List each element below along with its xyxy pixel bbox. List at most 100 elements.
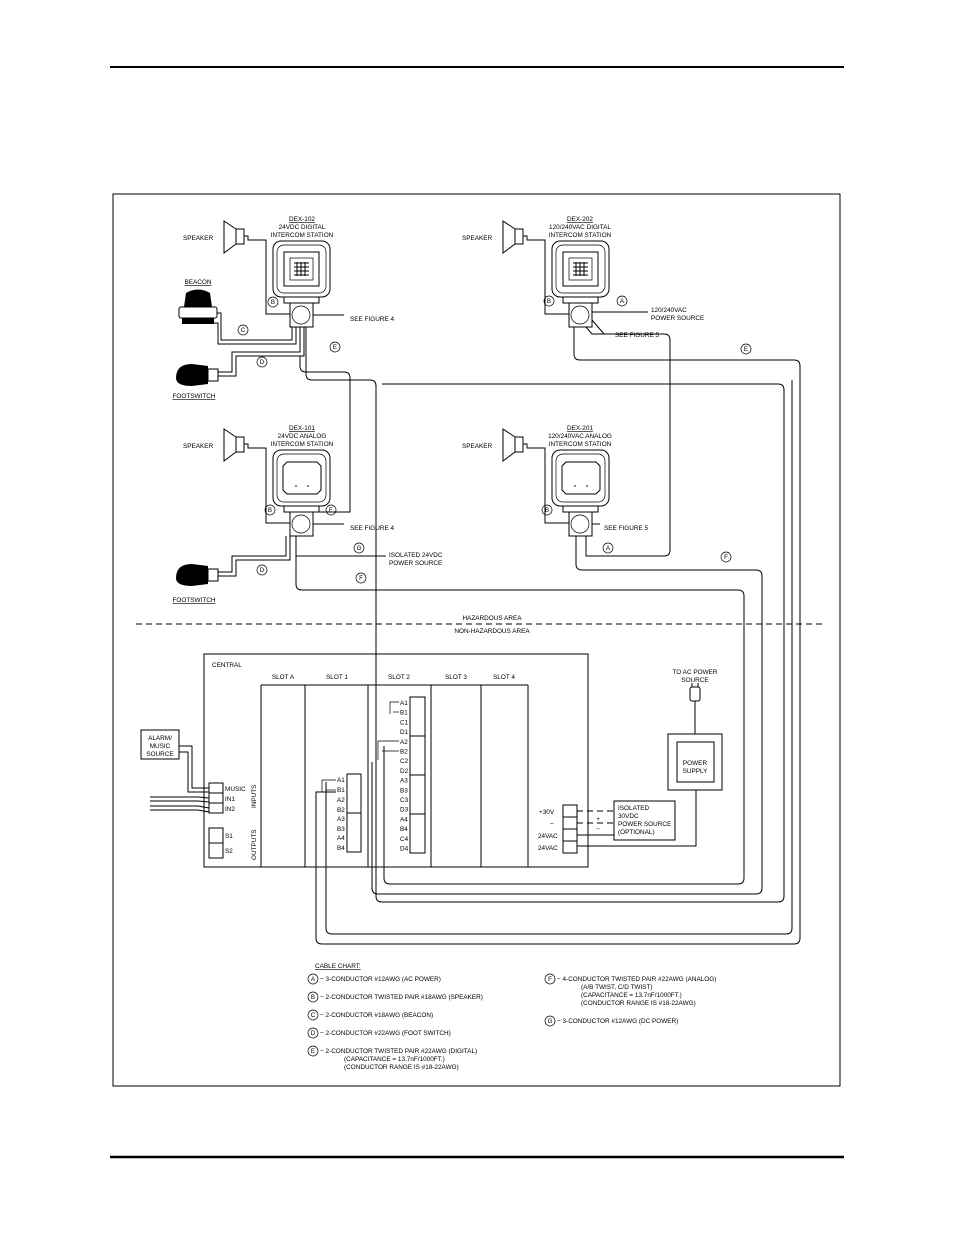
iso24-source-1: ISOLATED 24VDC [389, 552, 443, 559]
cable-chart-item: G− 3-CONDUCTOR #12AWG (DC POWER) [544, 1015, 678, 1027]
see-figure-note: SEE FIGURE 5 [615, 332, 659, 339]
slot1-terminal: A1 [337, 777, 345, 784]
cable-description: − 3-CONDUCTOR #12AWG (AC POWER) [320, 976, 441, 983]
station-desc-1: 24VDC DIGITAL [279, 224, 326, 231]
cable-label-e: E [744, 346, 748, 353]
footswitch-label: FOOTSWITCH [173, 393, 216, 400]
cable-description: − 2-CONDUCTOR #18AWG (BEACON) [320, 1012, 433, 1019]
slot2-terminal: C4 [400, 836, 409, 843]
field-cables: E E F F A [295, 326, 801, 945]
isolated-30vdc-source: ISOLATED 30VDC POWER SOURCE (OPTIONAL) +… [577, 800, 676, 841]
cable-chart-item: A − 3-CONDUCTOR #12AWG (AC POWER) [307, 973, 441, 985]
slot2-terminal: D1 [400, 729, 409, 736]
slot-label: SLOT A [272, 674, 295, 681]
cable-label-a: A [620, 298, 625, 305]
power-terminal: +30V [539, 809, 555, 816]
input-terminal: IN1 [225, 796, 235, 803]
cable-code: A [311, 976, 316, 983]
speaker-icon [514, 228, 524, 245]
central-title: CENTRAL [212, 662, 242, 669]
cable-label-e: E [329, 507, 333, 514]
see-figure-note: SEE FIGURE 4 [350, 316, 394, 323]
speaker-label: SPEAKER [462, 235, 493, 242]
inputs-label: INPUTS [251, 785, 258, 808]
cable-code: E [311, 1048, 315, 1055]
keypad-icon [568, 257, 593, 281]
speaker-label: SPEAKER [183, 443, 214, 450]
cable-label-b: B [545, 507, 549, 514]
slot2-terminal: D3 [400, 807, 409, 814]
non-hazardous-area-label: NON-HAZARDOUS AREA [454, 628, 530, 635]
slot1-terminal: B3 [337, 826, 345, 833]
footswitch-icon [176, 564, 208, 586]
see-figure-note: SEE FIGURE 4 [350, 525, 394, 532]
cable-chart-item: C − 2-CONDUCTOR #18AWG (BEACON) [307, 1009, 433, 1021]
cable-description: − 2-CONDUCTOR TWISTED PAIR #18AWG (SPEAK… [320, 994, 483, 1001]
cable-label-d: D [260, 359, 265, 366]
cable-label-g: G [357, 545, 362, 552]
footswitch-2: FOOTSWITCH D [173, 536, 291, 604]
power-terminal: − [550, 821, 554, 828]
iso24-source-2: POWER SOURCE [389, 560, 442, 567]
cable-description: − 3-CONDUCTOR #12AWG (DC POWER) [557, 1018, 678, 1025]
speaker-icon [235, 228, 245, 245]
cable-code: B [311, 994, 315, 1001]
cable-description: (CONDUCTOR RANGE IS #18-22AWG) [344, 1064, 459, 1071]
iso30-label-1: ISOLATED [618, 805, 650, 812]
footswitch-1: FOOTSWITCH D [173, 327, 305, 400]
slot2-terminal: B2 [400, 749, 408, 756]
beacon-icon [184, 289, 212, 307]
iso30-label-3: POWER SOURCE [618, 821, 671, 828]
slot2-terminal: A1 [400, 700, 408, 707]
plug-icon [689, 686, 701, 702]
slot-label: SLOT 4 [493, 674, 515, 681]
output-terminal: S1 [225, 833, 233, 840]
slot2-terminal: B4 [400, 826, 408, 833]
slot2-terminal: A3 [400, 778, 408, 785]
speaker-3: SPEAKER B [183, 428, 290, 524]
station-model: DEX-101 [289, 425, 315, 432]
junction-box [289, 302, 314, 328]
power-terminal: 24VAC [538, 833, 558, 840]
station-desc-2: INTERCOM STATION [549, 232, 612, 239]
junction-box [568, 511, 593, 537]
footswitch-label: FOOTSWITCH [173, 597, 216, 604]
cable-code: D [311, 1030, 316, 1037]
figure-frame [112, 193, 841, 1087]
slot1-terminal: A4 [337, 835, 345, 842]
input-terminal: MUSIC [225, 786, 246, 793]
station-dex201: DEX-201 120/240VAC ANALOG INTERCOM STATI… [548, 425, 648, 537]
slot-label: SLOT 2 [388, 674, 410, 681]
cable-label-b: B [547, 298, 551, 305]
station-dex101: DEX-101 24VDC ANALOG INTERCOM STATION SE… [271, 425, 443, 567]
cable-chart-title: CABLE CHART: [315, 963, 361, 970]
output-terminal: S2 [225, 848, 233, 855]
alarm-label-1: ALARM/ [148, 735, 172, 742]
station-dex102: DEX-102 24VDC DIGITAL INTERCOM STATION S… [271, 216, 394, 328]
iso30-label-4: (OPTIONAL) [618, 829, 655, 836]
cable-code: C [311, 1012, 316, 1019]
see-figure-note: SEE FIGURE 5 [604, 525, 648, 532]
power-source-1: 120/240VAC [651, 307, 687, 314]
station-desc-1: 120/240VAC ANALOG [548, 433, 612, 440]
cable-label-e: E [333, 344, 337, 351]
slot1-terminal: A2 [337, 797, 345, 804]
cable-label-f: F [359, 575, 363, 582]
cable-label-a: A [606, 545, 611, 552]
cable-chart: CABLE CHART: A − 3-CONDUCTOR #12AWG (AC P… [307, 963, 716, 1071]
station-desc-2: INTERCOM STATION [549, 441, 612, 448]
hazardous-area-label: HAZARDOUS AREA [463, 615, 523, 622]
slot-label: SLOT 3 [445, 674, 467, 681]
slot2-terminal: B3 [400, 787, 408, 794]
cable-chart-item: B − 2-CONDUCTOR TWISTED PAIR #18AWG (SPEA… [307, 991, 483, 1003]
svg-text:−: − [596, 826, 600, 833]
cable-chart-item: D− 2-CONDUCTOR #22AWG (FOOT SWITCH) [307, 1027, 451, 1039]
station-desc-2: INTERCOM STATION [271, 441, 334, 448]
beacon: BEACON C [178, 279, 297, 345]
cable-chart-item: F− 4-CONDUCTOR TWISTED PAIR #22AWG (ANAL… [544, 973, 716, 1007]
power-supply: TO AC POWER SOURCE POWER SUPPLY [577, 669, 723, 847]
ac-source-1: TO AC POWER [673, 669, 718, 676]
slot2-terminal: B1 [400, 710, 408, 717]
central-unit: CENTRAL SLOT A SLOT 1 SLOT 2 SLOT 3 SLOT… [203, 653, 589, 868]
